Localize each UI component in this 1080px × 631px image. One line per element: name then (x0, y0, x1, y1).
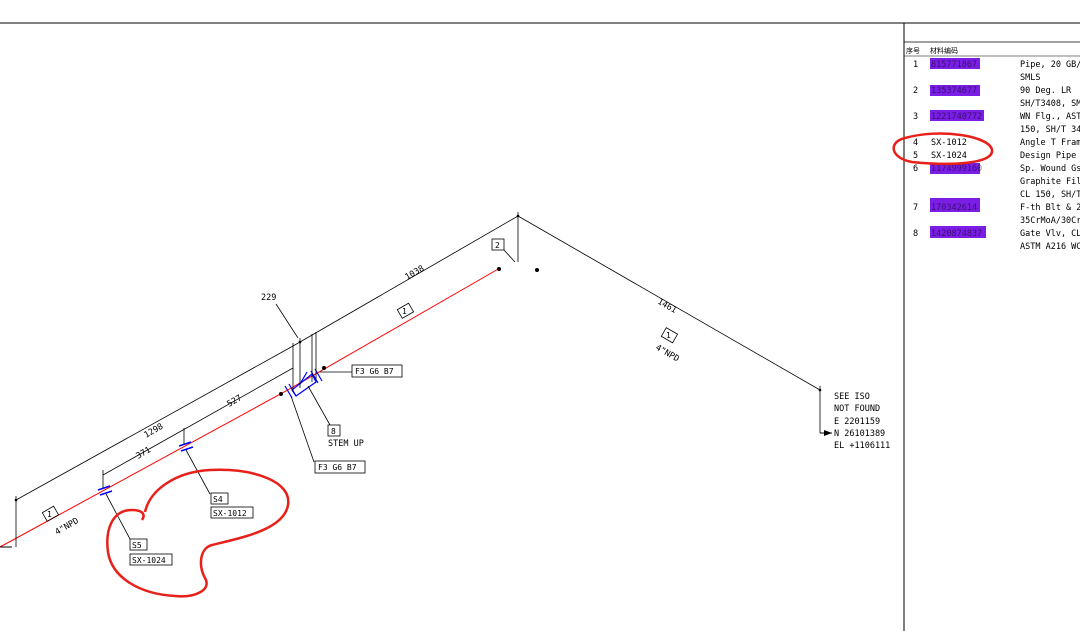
item-ref-box: 1 (396, 302, 415, 319)
bom-row-desc: SH/T3408, SM (1020, 99, 1080, 109)
support-s4-symbol (178, 441, 194, 452)
item-ref-box: 2 (491, 238, 516, 263)
markup-freehand-supports (106, 468, 290, 598)
svg-text:8: 8 (331, 427, 336, 436)
svg-text:F3 G6 B7: F3 G6 B7 (355, 367, 394, 376)
svg-text:2: 2 (495, 241, 500, 250)
bom-row-code: 170342614 (931, 203, 977, 213)
bom-row-desc: 90 Deg. LR (1020, 86, 1072, 96)
drawing-frame (0, 22, 1080, 631)
redaction-highlight (930, 85, 980, 96)
bom-row-code: 815771867 (931, 60, 977, 70)
redaction-highlight (930, 110, 984, 121)
svg-text:S4: S4 (213, 495, 223, 504)
bom-header-code: 材料编码 (930, 46, 958, 55)
stem-up-note: STEM UP (328, 439, 364, 449)
item-ref-box: 1 (660, 327, 679, 344)
bom-row-no: 3 (913, 112, 918, 122)
dim-527: 527 (226, 393, 244, 409)
support-s5-label: S5 SX-1024 (105, 493, 173, 566)
support-s5-symbol (97, 485, 113, 496)
dim-371: 371 (135, 445, 153, 461)
pipe-line (0, 267, 501, 548)
svg-text:F3 G6 B7: F3 G6 B7 (318, 463, 357, 472)
dim-229: 229 (261, 293, 276, 303)
svg-text:NOT FOUND: NOT FOUND (834, 404, 880, 414)
bom-row-desc: Design Pipe (1020, 151, 1076, 161)
bom-row-desc: F-th Blt & 2 (1020, 203, 1080, 213)
bom-header-no: 序号 (906, 46, 920, 55)
pipe-run (0, 267, 832, 548)
svg-text:SX-1024: SX-1024 (132, 556, 166, 565)
svg-text:S5: S5 (132, 541, 142, 550)
node-dot (279, 392, 283, 396)
bom-row-desc: Angle T Fram (1020, 138, 1080, 148)
svg-text:N 26101389: N 26101389 (834, 429, 885, 439)
bom-row-desc: SMLS (1020, 73, 1040, 83)
node-dot (322, 366, 326, 370)
npd-label: 4"NPD (54, 516, 81, 537)
bom-row-no: 7 (913, 203, 918, 213)
svg-text:EL +1106111: EL +1106111 (834, 441, 890, 451)
bom-row-desc: Gate Vlv, CL (1020, 229, 1080, 239)
redaction-highlight (930, 163, 980, 174)
svg-text:E 2201159: E 2201159 (834, 417, 880, 427)
svg-text:SX-1012: SX-1012 (213, 509, 247, 518)
flange-label: F3 G6 B7 (320, 364, 403, 378)
dim-1461: 1461 (656, 297, 679, 316)
gate-valve (284, 368, 323, 399)
node-dot (497, 267, 501, 271)
bom-row-no: 6 (913, 164, 918, 174)
redaction-highlight (930, 226, 986, 238)
endpoint-note: SEE ISO NOT FOUND E 2201159 N 26101389 E… (834, 392, 890, 451)
dimension-ticks (14, 214, 822, 502)
flange-label: F3 G6 B7 (290, 395, 366, 474)
item-ref-box: 1 (41, 505, 60, 522)
support-s4-label: S4 SX-1012 (185, 449, 254, 519)
bom-row-code: SX-1024 (931, 151, 967, 161)
svg-text:1: 1 (666, 331, 671, 340)
bom-row-code: 1221740772 (931, 112, 982, 122)
bom-row-code: 1174999160 (931, 164, 982, 174)
bom-row-no: 1 (913, 60, 918, 70)
bom-row-no: 8 (913, 229, 918, 239)
bom-row-desc: Pipe, 20 GB/ (1020, 60, 1080, 70)
bom-table: 序号 材料编码 1 815771867 Pipe, 20 GB/ SMLS 2 … (892, 46, 1080, 252)
svg-text:SEE ISO: SEE ISO (834, 392, 870, 402)
bom-row-desc: CL 150, SH/T (1020, 190, 1080, 200)
bom-row-no: 2 (913, 86, 918, 96)
bom-row-desc: Graphite Fil (1020, 177, 1080, 187)
bom-row-code: 1420874837 (931, 229, 982, 239)
bom-row-desc: 150, SH/T 34 (1020, 125, 1080, 135)
redaction-highlight (930, 198, 980, 212)
bom-row-desc: 35CrMoA/30Cr (1020, 216, 1080, 226)
bom-row-no: 4 (913, 138, 918, 148)
svg-text:1: 1 (47, 510, 52, 519)
bom-row-desc: Sp. Wound Gs (1020, 164, 1080, 174)
item-ref-box-valve: 8 (307, 385, 341, 437)
svg-text:1: 1 (402, 307, 407, 316)
npd-label: 4"NPD (654, 343, 681, 364)
dim-1038: 1038 (404, 264, 427, 283)
bom-row-code: 135374677 (931, 86, 977, 96)
markup-circle-bom (892, 132, 994, 166)
bom-row-code: SX-1012 (931, 138, 967, 148)
dim-1298: 1298 (143, 422, 166, 441)
redaction-highlight (930, 58, 980, 69)
node-dot (535, 268, 539, 272)
bom-row-desc: WN Flg., AST (1020, 112, 1080, 122)
bom-row-desc: ASTM A216 WC (1020, 242, 1080, 252)
bom-row-no: 5 (913, 151, 918, 161)
dimension-lines (15, 212, 821, 547)
